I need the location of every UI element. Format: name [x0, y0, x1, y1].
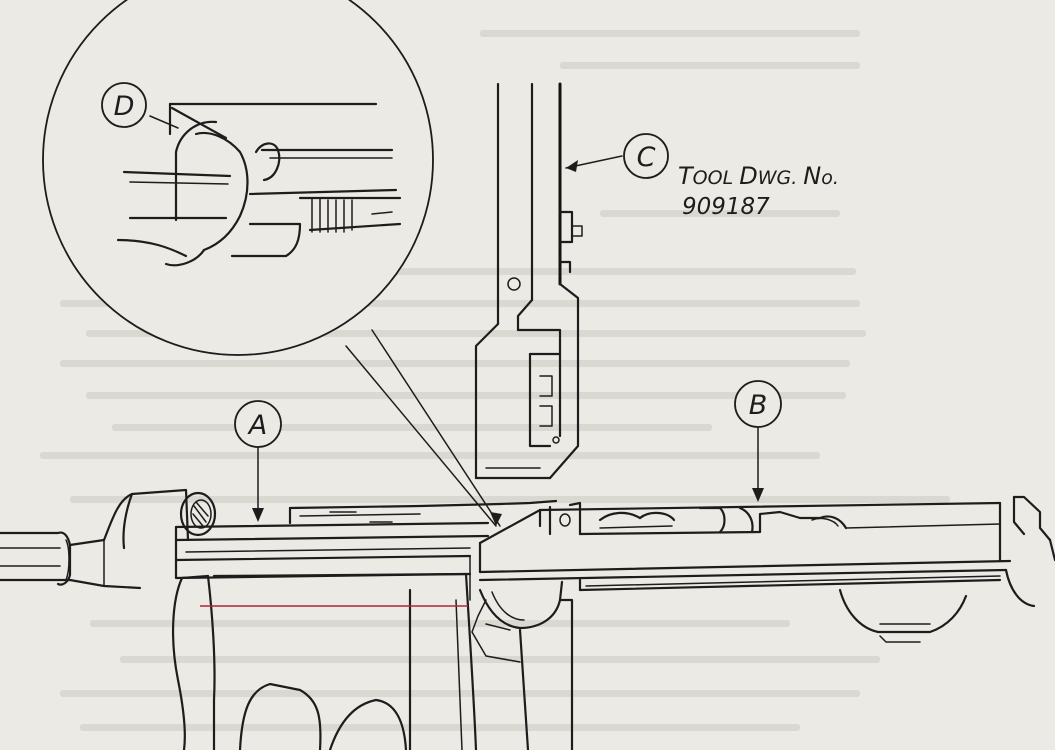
callout-d: D [101, 82, 147, 128]
callout-a: A [234, 400, 282, 522]
tool-drawing-no-small: o. [821, 167, 839, 189]
bleed-through-line [86, 330, 866, 337]
bleed-through-line [70, 496, 950, 503]
stock [172, 572, 478, 750]
callout-c-label: C [637, 142, 656, 173]
callout-c: C [623, 133, 669, 179]
bleed-through-line [40, 452, 820, 459]
bleed-through-line [86, 268, 856, 275]
callout-d-label: D [114, 91, 135, 122]
tool-drawing-note: TOOL DWG. No. 909187 [678, 162, 839, 220]
bleed-through-line [80, 724, 800, 731]
detail-view [42, 0, 502, 527]
bleed-through-line [90, 620, 790, 627]
bleed-through-line [600, 210, 840, 217]
bolt-body [471, 499, 1012, 750]
callout-a-label: A [247, 410, 267, 441]
tool-drawing-label: TOOL DWG. No. [678, 162, 839, 190]
bleed-through-line [60, 360, 850, 367]
callout-b: B [734, 380, 782, 502]
bleed-through-line [480, 30, 860, 37]
bleed-through-line [86, 392, 846, 399]
bleed-through-line [120, 656, 880, 663]
slide-b [578, 495, 1055, 643]
bleed-through-line [560, 62, 860, 69]
tool-drawing-prefix-big: T [678, 162, 695, 190]
tool-drawing-no-big: N [803, 162, 821, 190]
bleed-through-line [60, 300, 860, 307]
tool-drawing-number: 909187 [682, 194, 770, 220]
tool-c [474, 82, 623, 480]
front-sight-block [68, 488, 217, 590]
bleed-through-line [112, 424, 712, 431]
tool-drawing-dwg-big: D [739, 162, 757, 190]
callout-b-label: B [749, 390, 768, 421]
tool-drawing-prefix-small: OOL [693, 167, 740, 189]
receiver-housing-a [174, 502, 502, 601]
barrel [0, 531, 72, 586]
tool-drawing-dwg-small: WG. [758, 167, 804, 189]
